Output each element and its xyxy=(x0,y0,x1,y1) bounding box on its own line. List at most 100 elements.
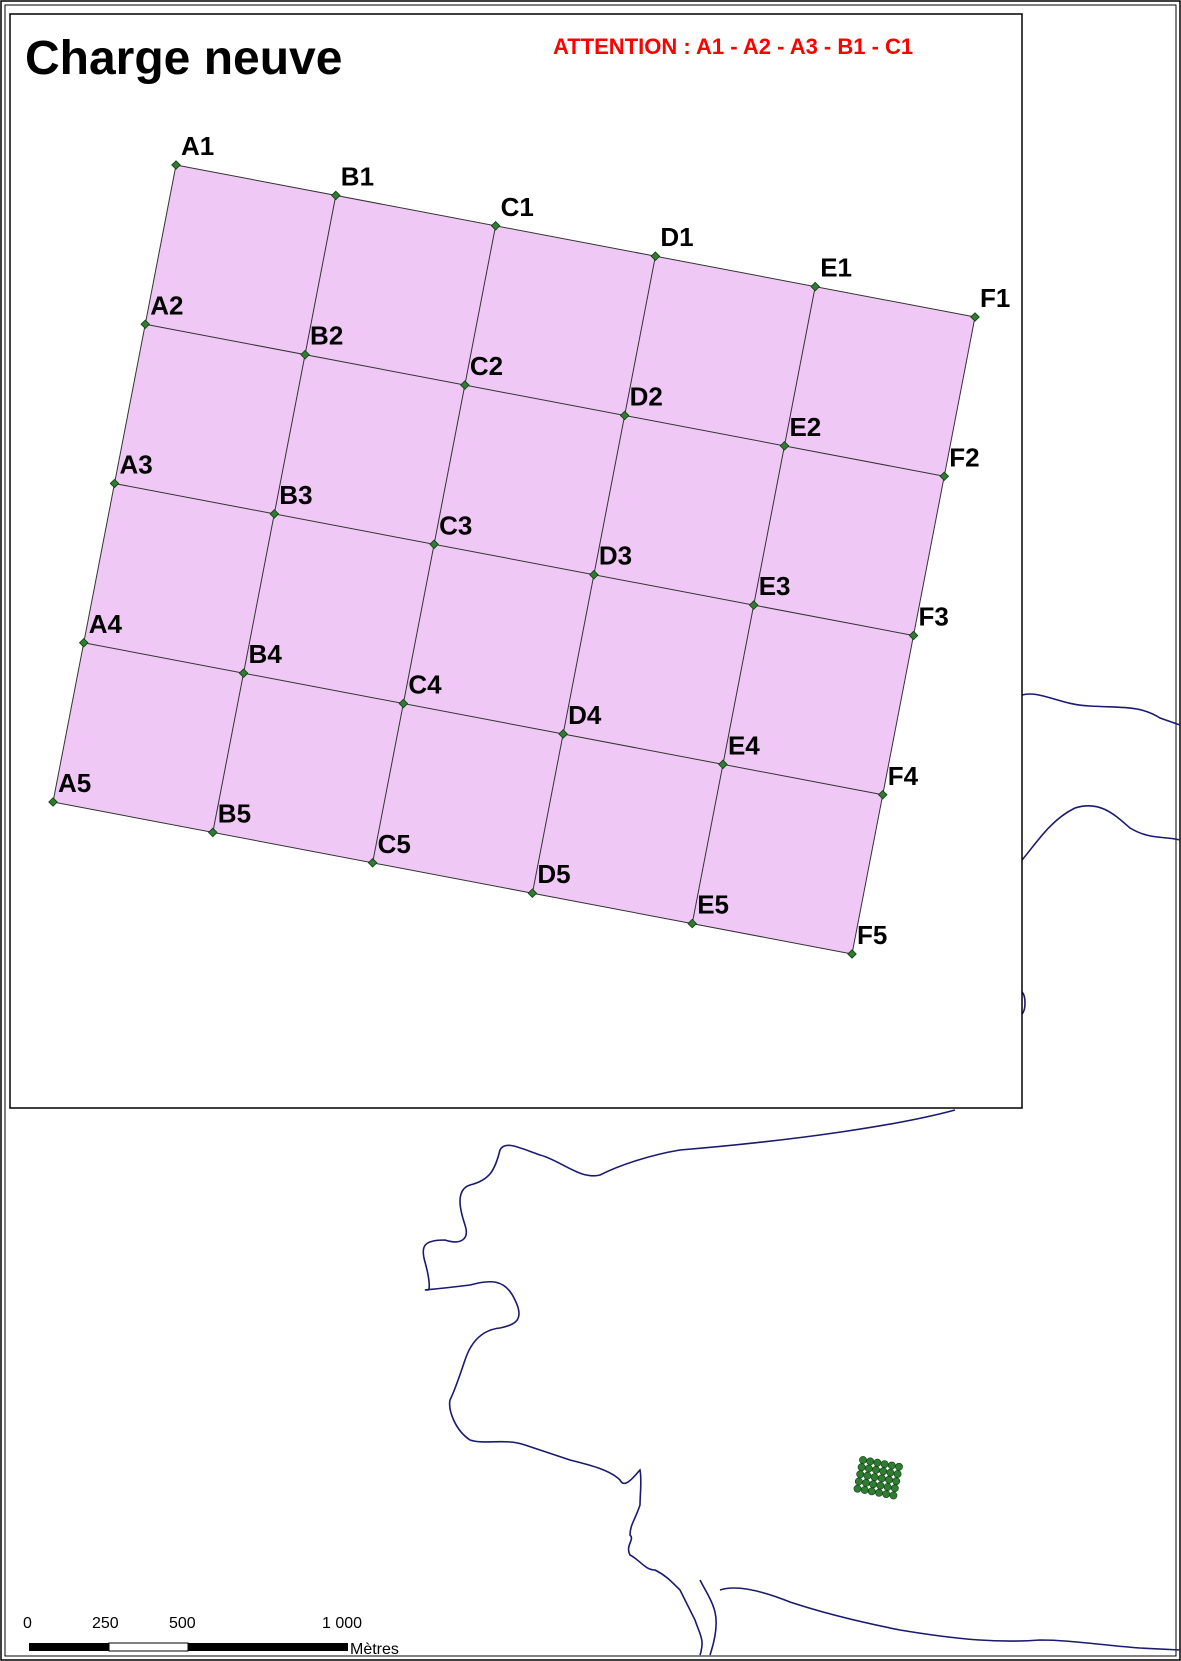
grid-point-d2[interactable] xyxy=(619,410,630,421)
grid-point-b1[interactable] xyxy=(330,190,341,201)
grid-point-c3[interactable] xyxy=(429,539,439,550)
mini-point-b1 xyxy=(866,1457,875,1466)
grid-point-d1[interactable] xyxy=(650,251,661,262)
grid-point-a2[interactable] xyxy=(140,319,151,330)
scale-tick-0: 0 xyxy=(23,1615,32,1632)
grid-point-c2[interactable] xyxy=(460,380,470,390)
grid-point-e3[interactable] xyxy=(748,600,759,610)
scale-tick-500: 500 xyxy=(169,1615,196,1632)
grid-point-c5[interactable] xyxy=(367,857,378,868)
mini-point-b3 xyxy=(863,1471,872,1480)
mini-point-e3 xyxy=(885,1475,893,1484)
grid-label-a4: A4 xyxy=(89,609,123,639)
grid-label-f3: F3 xyxy=(919,602,949,632)
mini-point-c4 xyxy=(869,1480,878,1489)
grid-label-c5: C5 xyxy=(378,829,411,859)
grid-label-b2: B2 xyxy=(310,321,343,351)
grid-cell-e1 xyxy=(784,286,975,477)
inset-title: Charge neuve xyxy=(25,32,342,85)
mini-point-a2 xyxy=(857,1463,866,1472)
grid-cell-b2 xyxy=(274,354,465,545)
grid-label-f2: F2 xyxy=(949,442,979,472)
grid-label-a1: A1 xyxy=(181,131,214,161)
grid-point-d3[interactable] xyxy=(589,569,599,580)
grid-label-f1: F1 xyxy=(980,283,1010,313)
grid-point-d5[interactable] xyxy=(527,888,538,899)
mini-point-f4 xyxy=(890,1484,899,1493)
grid-point-a4[interactable] xyxy=(78,637,89,648)
scale-bar: 0 250 500 1 000 Mètres xyxy=(23,1615,399,1658)
grid-label-c2: C2 xyxy=(470,351,503,381)
grid-label-b1: B1 xyxy=(341,161,374,191)
grid-label-b4: B4 xyxy=(249,639,283,669)
grid-label-b5: B5 xyxy=(218,798,251,828)
grid-label-d4: D4 xyxy=(568,700,602,730)
grid-cell-b3 xyxy=(243,513,435,704)
grid-point-a5[interactable] xyxy=(48,797,58,807)
mini-point-b5 xyxy=(860,1486,869,1494)
grid-point-f3[interactable] xyxy=(908,630,919,641)
mini-point-b4 xyxy=(862,1479,870,1487)
mini-point-d5 xyxy=(875,1488,883,1497)
mini-point-e2 xyxy=(886,1468,895,1477)
mini-point-c3 xyxy=(870,1473,879,1481)
scale-tick-250: 250 xyxy=(92,1615,119,1632)
grid-lines xyxy=(52,164,976,955)
grid-point-b4[interactable] xyxy=(238,668,249,678)
grid-label-e1: E1 xyxy=(820,253,852,283)
grid-point-b2[interactable] xyxy=(300,349,310,360)
grid-cell-a1 xyxy=(145,165,336,355)
grid-point-c1[interactable] xyxy=(490,220,501,231)
mini-point-f3 xyxy=(892,1477,901,1486)
scale-tick-1000: 1 000 xyxy=(322,1615,362,1632)
coastline-small xyxy=(1021,991,1026,1015)
grid-row-line-4 xyxy=(83,642,883,796)
grid-cell-e3 xyxy=(722,605,914,795)
grid-point-e4[interactable] xyxy=(718,759,728,770)
grid-point-d4[interactable] xyxy=(558,729,568,739)
grid-cell-a3 xyxy=(83,483,275,674)
grid-label-f4: F4 xyxy=(888,761,919,791)
mini-point-a1 xyxy=(859,1456,867,1464)
grid-point-a1[interactable] xyxy=(171,160,181,170)
scale-segment-1 xyxy=(108,1642,189,1652)
grid-cells xyxy=(53,165,975,954)
grid-point-a3[interactable] xyxy=(109,478,120,489)
mini-point-a4 xyxy=(854,1477,863,1486)
grid-cell-c4 xyxy=(372,703,564,894)
mini-point-c2 xyxy=(872,1466,880,1474)
grid-point-f5[interactable] xyxy=(847,949,857,959)
grid-cell-c1 xyxy=(464,225,656,416)
coastline-lower xyxy=(422,1109,1181,1656)
grid-label-d1: D1 xyxy=(660,222,693,252)
grid-point-c4[interactable] xyxy=(398,698,409,709)
mini-point-f5 xyxy=(889,1491,898,1500)
grid-labels: A1B1C1D1E1F1A2B2C2D2E2F2A3B3C3D3E3F3A4B4… xyxy=(58,131,1010,950)
grid-point-f1[interactable] xyxy=(970,312,980,322)
grid-row-line-2 xyxy=(145,323,945,477)
grid-label-c4: C4 xyxy=(408,670,442,700)
grid-label-d2: D2 xyxy=(630,381,663,411)
grid-label-a2: A2 xyxy=(150,290,183,320)
scale-segment-0 xyxy=(29,1643,109,1651)
grid-point-b3[interactable] xyxy=(269,509,280,519)
scale-unit: Mètres xyxy=(350,1641,399,1658)
grid-row-line-1 xyxy=(175,164,976,318)
grid-row-line-3 xyxy=(114,483,914,636)
grid-point-e5[interactable] xyxy=(687,918,698,929)
grid-label-f5: F5 xyxy=(857,920,887,950)
grid-label-e4: E4 xyxy=(728,730,760,760)
mini-point-c1 xyxy=(873,1458,882,1467)
map-inner-border xyxy=(4,4,1177,1657)
grid-cell-c2 xyxy=(434,385,625,575)
grid-point-e1[interactable] xyxy=(810,281,821,292)
grid-point-e2[interactable] xyxy=(779,441,790,451)
grid-point-f4[interactable] xyxy=(877,789,888,800)
grid-point-b5[interactable] xyxy=(207,827,218,838)
coastline-upper xyxy=(1021,693,1181,726)
grid-label-c3: C3 xyxy=(439,510,472,540)
grid-point-f2[interactable] xyxy=(939,471,950,482)
coastline-middle xyxy=(1021,805,1181,861)
grid-cell-b1 xyxy=(305,195,496,386)
